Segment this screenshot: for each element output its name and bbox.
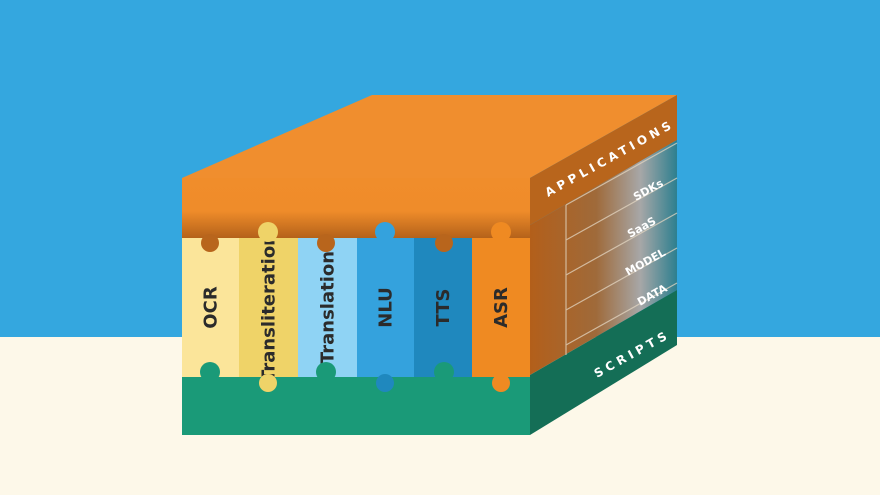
front-pieces-group: OCR Transliteration Translation NLU TTS ASR: [182, 233, 530, 382]
side-seams: [565, 142, 678, 355]
piece-tts: [414, 238, 472, 377]
piece-transliteration: [239, 238, 298, 377]
piece-label-nlu: NLU: [376, 287, 397, 328]
piece-label-ocr: OCR: [201, 286, 222, 329]
top-layer-knobs: [201, 222, 511, 252]
top-layer: [182, 178, 530, 238]
piece-translation: [298, 238, 357, 377]
piece-label-asr: ASR: [491, 287, 512, 328]
side-top-band: [530, 95, 677, 225]
piece-label-translation: Translation: [318, 251, 339, 364]
piece-label-transliteration: Transliteration: [259, 233, 280, 382]
bottom-layer-knobs: [200, 362, 510, 392]
bottom-layer: [182, 377, 530, 435]
piece-label-tts: TTS: [433, 289, 454, 327]
piece-nlu: [357, 238, 414, 377]
piece-asr: [472, 238, 530, 377]
side-bottom-band: [530, 290, 677, 435]
piece-ocr: [182, 238, 239, 377]
top-face: [182, 95, 677, 178]
